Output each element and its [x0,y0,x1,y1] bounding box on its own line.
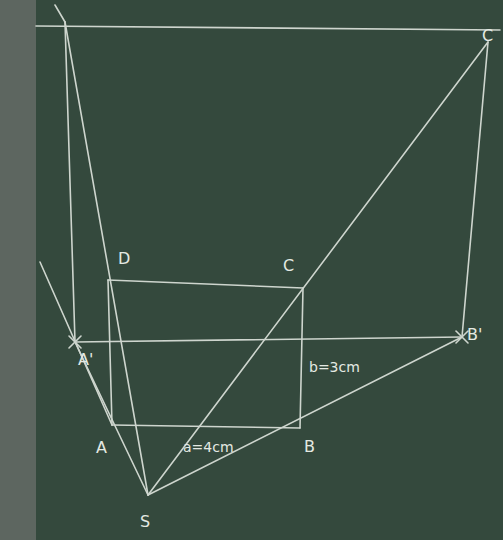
point-label: S [140,514,150,530]
point-label: A [96,440,107,456]
dimension-label: b=3cm [309,360,360,374]
point-label: A' [78,352,93,368]
projection-lines [36,5,500,495]
board-edge [0,0,36,540]
point-label: B' [467,327,482,343]
point-label: B [304,439,315,455]
point-label: D [118,251,130,267]
dimension-label: a=4cm [183,440,234,454]
point-label: C [283,258,294,274]
point-label: C [482,28,493,44]
board-ground [36,0,503,540]
